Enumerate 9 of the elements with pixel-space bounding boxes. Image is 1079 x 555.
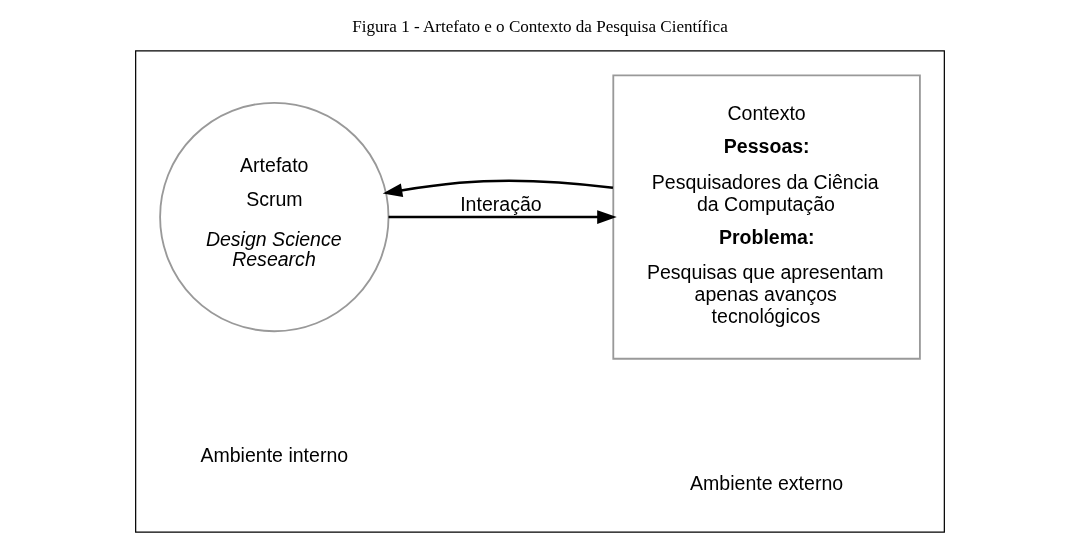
arrow <box>382 179 613 198</box>
edge-label: Interação <box>459 192 542 215</box>
node-circle: Artefato Scrum Design Science Research <box>158 101 389 333</box>
label: Ambiente interno <box>199 444 348 467</box>
node-box: Contexto Pessoas: Pesquisadores da Ciência da Computação Problema: Pesquisas que apresentam apenas avanços tecnológicos <box>611 74 921 360</box>
label: Ambiente externo <box>689 472 843 495</box>
diagram-title: Figura 1 - Artefato e o Contexto da Pesquisa Científica <box>351 16 728 36</box>
arrow <box>388 210 617 224</box>
cluster <box>134 50 945 533</box>
